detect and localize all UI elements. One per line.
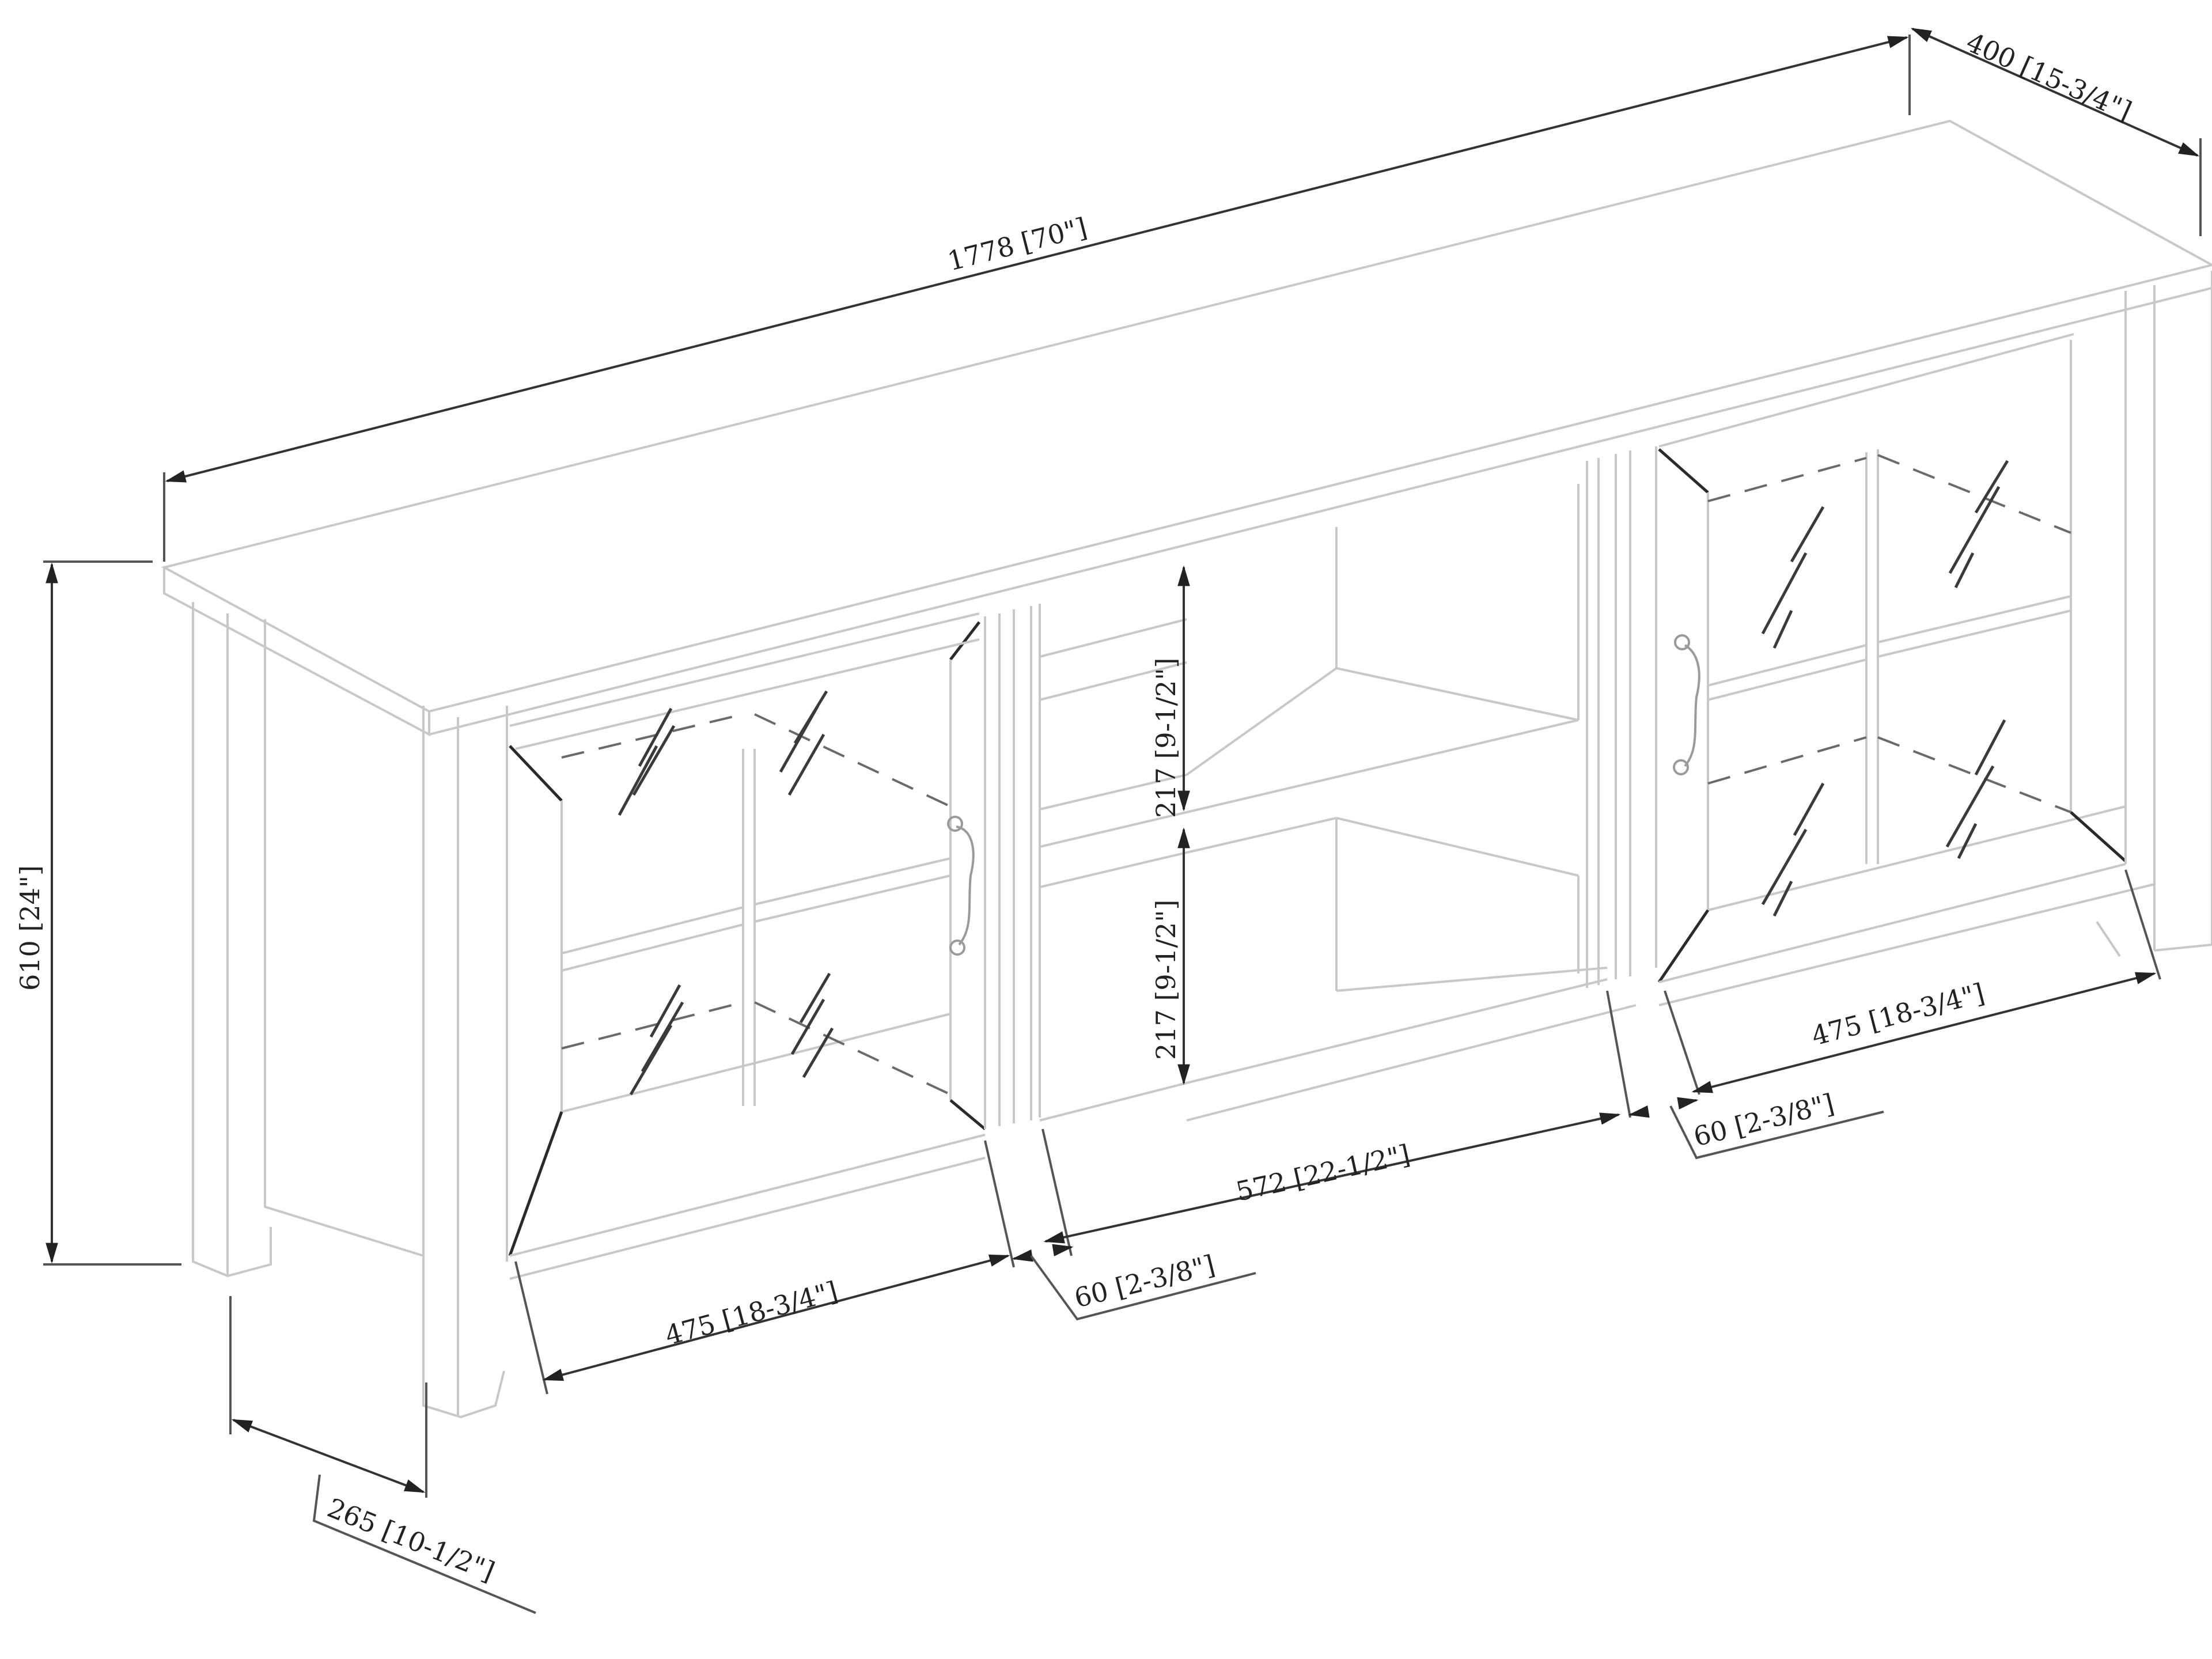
dimension-lines — [43, 28, 2202, 1614]
label-right-divider-width: 60 [2-3/8"] — [1691, 1088, 1838, 1153]
label-right-door-width: 475 [18-3/4"] — [1808, 977, 1987, 1051]
dimension-labels: 1778 [70"] 400 [15-3/4"] 610 [24"] 217 [… — [14, 26, 2136, 1588]
top-surface — [161, 119, 2212, 713]
label-overall-depth: 400 [15-3/4"] — [1962, 26, 2137, 127]
right-end-panel — [2124, 271, 2212, 952]
glass-reflection-marks — [618, 690, 834, 1096]
tv-stand-body — [161, 119, 2212, 1419]
right-fluted-divider — [1586, 446, 1657, 988]
label-left-door-width: 475 [18-3/4"] — [662, 1275, 841, 1351]
label-overall-width: 1778 [70"] — [944, 211, 1090, 276]
left-end-panel — [192, 602, 508, 1419]
label-lower-shelf-height: 217 [9-1/2"] — [1150, 900, 1181, 1060]
label-overall-height: 610 [24"] — [14, 865, 46, 991]
center-open-compartment — [1039, 484, 1637, 1122]
right-door — [1657, 333, 2155, 1006]
label-upper-shelf-height: 217 [9-1/2"] — [1150, 658, 1181, 818]
right-door-handle — [1684, 644, 1700, 767]
glass-reflection-marks — [1761, 460, 2009, 917]
left-door — [508, 612, 986, 1280]
left-fluted-divider — [984, 604, 1041, 1129]
top-front-edge — [163, 567, 430, 737]
label-center-opening-width: 572 [22-1/2"] — [1233, 1138, 1413, 1207]
left-door-handle — [956, 825, 975, 946]
label-left-divider-width: 60 [2-3/8"] — [1071, 1249, 1218, 1314]
label-leg-depth: 265 [10-1/2"] — [323, 1492, 499, 1587]
